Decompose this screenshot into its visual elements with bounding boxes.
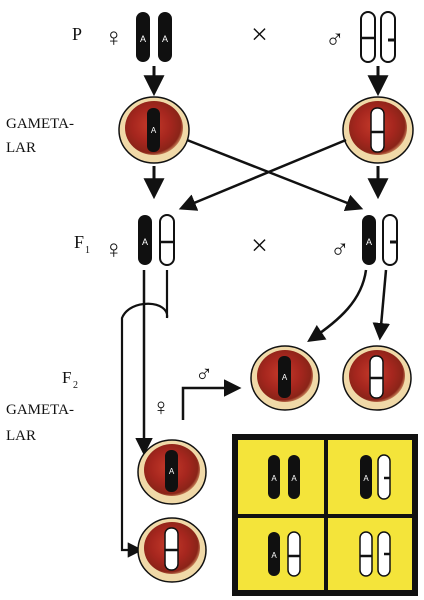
- f1-female-chromosome-pair: A: [138, 214, 175, 266]
- gametes-label-line2: LAR: [6, 140, 36, 156]
- chromosome-x-dominant: [136, 12, 150, 62]
- gamete-cell-male-f2-x-dominant: A: [250, 345, 320, 411]
- p-generation-label: P: [72, 24, 82, 44]
- p-female-chromosome-pair: A A: [136, 12, 172, 62]
- allele-mark: A: [271, 474, 277, 483]
- allele-mark: A: [162, 34, 168, 44]
- p-male-chromosome-pair: [360, 11, 396, 63]
- cross-sign-f1: ×: [251, 229, 268, 262]
- female-symbol-f1: ♀: [104, 235, 124, 264]
- f2-label: F: [62, 368, 71, 387]
- f1-label: F: [74, 232, 84, 252]
- punnett-cell-1-1: [238, 440, 324, 514]
- f1-male-chromosome-pair: A: [362, 214, 398, 266]
- allele-mark: A: [151, 126, 157, 135]
- gamete-cell-female-p: A: [118, 96, 190, 164]
- male-symbol-f2: ♂: [195, 362, 213, 388]
- allele-mark: A: [271, 551, 277, 560]
- punnett-cell-2-1: [238, 518, 324, 590]
- gamete-cell-male-p: [342, 96, 414, 164]
- allele-mark: A: [142, 237, 148, 247]
- allele-mark: A: [282, 373, 288, 382]
- chromosome-y: [380, 11, 396, 63]
- female-symbol-f2: ♀: [152, 395, 170, 421]
- gamete-cell-female-f2-x-dominant: A: [137, 439, 207, 505]
- male-symbol-p: ♂: [325, 25, 345, 54]
- cross-sign-p: ×: [251, 18, 268, 51]
- f1-label-subscript: 1: [85, 245, 90, 256]
- gamete-cell-female-f2-x-recessive: [137, 517, 207, 583]
- female-symbol-p: ♀: [104, 23, 124, 52]
- gametes-label-line2-f2: LAR: [6, 428, 36, 444]
- gamete-cell-male-f2-y: [342, 345, 412, 411]
- gametes-label-line1-f2: GAMETA-: [6, 402, 74, 418]
- allele-mark: A: [363, 474, 369, 483]
- allele-mark: A: [291, 474, 297, 483]
- male-symbol-f1: ♂: [330, 235, 350, 264]
- f2-label-subscript: 2: [73, 380, 78, 391]
- allele-mark: A: [140, 34, 146, 44]
- punnett-square: A A A A: [232, 434, 418, 596]
- gametes-label-line1: GAMETA-: [6, 116, 74, 132]
- allele-mark: A: [169, 467, 175, 476]
- allele-mark: A: [366, 237, 372, 247]
- chromosome-x-dominant: [158, 12, 172, 62]
